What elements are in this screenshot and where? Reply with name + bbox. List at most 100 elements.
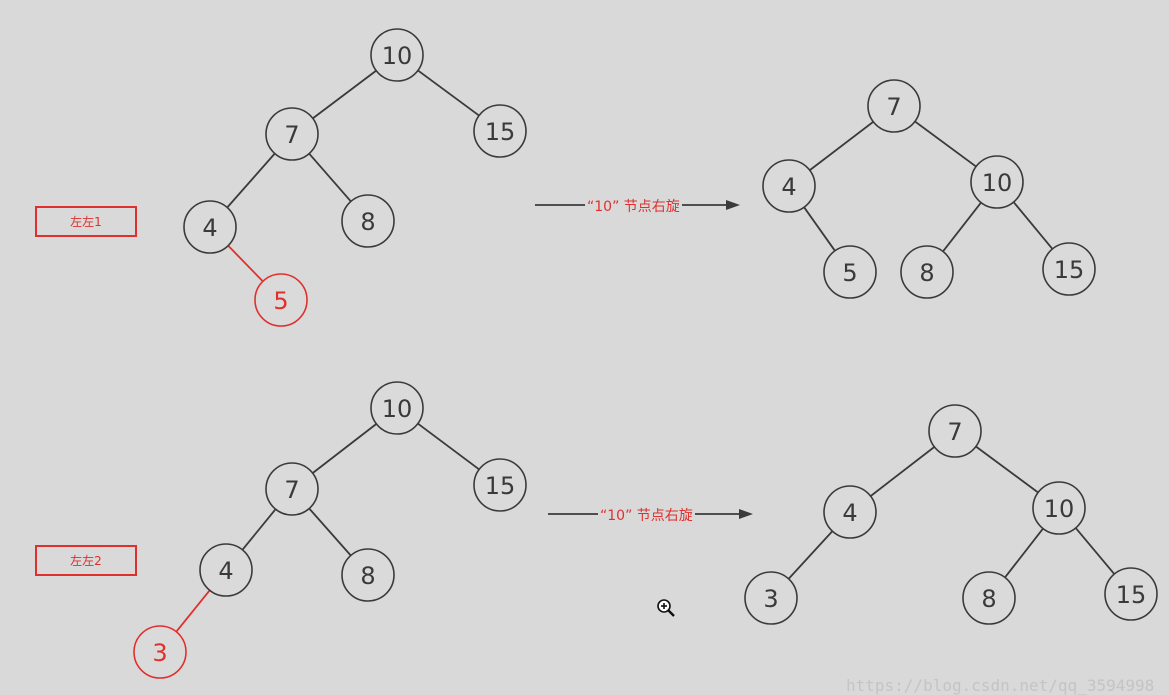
zoom-in-icon <box>657 599 675 617</box>
case-label-1: 左左1 <box>35 206 137 237</box>
nodes-layer: 10 7 15 4 8 5 7 4 10 5 8 15 10 7 15 4 8 3 7 4 10 3 8 15 <box>133 28 1158 679</box>
tree-node: 8 <box>341 194 395 248</box>
tree-node-circle <box>823 485 877 539</box>
watermark: https://blog.csdn.net/qq_3594998 <box>846 676 1155 695</box>
tree-node: 15 <box>473 458 527 512</box>
tree-node: 7 <box>928 404 982 458</box>
arrow-right-icon <box>739 509 753 519</box>
tree-edge <box>1004 527 1044 579</box>
tree-node: 7 <box>265 107 319 161</box>
tree-node-value: 10 <box>382 395 413 423</box>
tree-node: 7 <box>265 462 319 516</box>
tree-node-value: 3 <box>152 639 167 667</box>
tree-node-circle <box>928 404 982 458</box>
tree-node-circle <box>254 273 308 327</box>
tree-node: 3 <box>744 571 798 625</box>
tree-node-value: 7 <box>284 121 299 149</box>
tree-edge <box>312 423 377 474</box>
tree-node-circle <box>341 194 395 248</box>
tree-edge <box>914 120 977 168</box>
tree-node: 15 <box>1104 567 1158 621</box>
rotation-label-1: “10” 节点右旋 <box>585 196 682 216</box>
tree-edge <box>308 152 352 203</box>
tree-node: 10 <box>1032 481 1086 535</box>
rotation-label-2: “10” 节点右旋 <box>598 505 695 525</box>
tree-edge <box>803 206 836 252</box>
tree-node-value: 5 <box>273 287 288 315</box>
tree-edge <box>975 445 1039 494</box>
tree-edge <box>870 446 935 497</box>
tree-node-circle <box>867 79 921 133</box>
tree-edge <box>241 508 277 551</box>
edges-layer <box>175 69 1115 633</box>
tree-edge <box>175 589 211 633</box>
tree-node-value: 7 <box>284 476 299 504</box>
tree-node: 8 <box>900 245 954 299</box>
tree-edge <box>787 530 834 580</box>
tree-node-circle <box>823 245 877 299</box>
case-label-2: 左左2 <box>35 545 137 576</box>
tree-node: 8 <box>341 548 395 602</box>
tree-edge <box>226 152 276 209</box>
arrow-right-icon <box>726 200 740 210</box>
tree-edge <box>942 201 982 253</box>
tree-node-circle <box>265 462 319 516</box>
tree-edge <box>417 69 480 117</box>
tree-node: 15 <box>473 104 527 158</box>
tree-node-value: 5 <box>842 259 857 287</box>
tree-node-circle <box>762 159 816 213</box>
tree-node-value: 4 <box>842 499 857 527</box>
tree-node-value: 4 <box>218 557 233 585</box>
tree-node: 5 <box>823 245 877 299</box>
tree-node: 4 <box>823 485 877 539</box>
tree-node-value: 8 <box>919 259 934 287</box>
tree-node-value: 8 <box>360 562 375 590</box>
arrows-layer <box>535 200 753 519</box>
tree-node-circle <box>1104 567 1158 621</box>
tree-edge <box>312 69 377 120</box>
tree-node-circle <box>133 625 187 679</box>
tree-edge <box>417 422 480 471</box>
tree-node: 4 <box>762 159 816 213</box>
tree-node-circle <box>341 548 395 602</box>
tree-node-circle <box>473 104 527 158</box>
tree-node-circle <box>900 245 954 299</box>
tree-node-value: 8 <box>981 585 996 613</box>
tree-node: 7 <box>867 79 921 133</box>
tree-node-value: 10 <box>1044 495 1075 523</box>
tree-node-circle <box>183 200 237 254</box>
tree-node: 5 <box>254 273 308 327</box>
tree-node-circle <box>370 28 424 82</box>
tree-node-circle <box>962 571 1016 625</box>
tree-node-value: 10 <box>382 42 413 70</box>
tree-node-circle <box>744 571 798 625</box>
tree-node-circle <box>199 543 253 597</box>
tree-edge <box>1075 527 1115 575</box>
tree-node-circle <box>1032 481 1086 535</box>
tree-node-circle <box>970 155 1024 209</box>
tree-node-value: 3 <box>763 585 778 613</box>
tree-node: 4 <box>183 200 237 254</box>
tree-edge <box>809 121 874 171</box>
tree-node: 8 <box>962 571 1016 625</box>
tree-node-value: 15 <box>1054 256 1085 284</box>
tree-edge <box>227 245 264 282</box>
tree-node: 4 <box>199 543 253 597</box>
tree-node-value: 4 <box>781 173 796 201</box>
tree-node-value: 15 <box>485 118 516 146</box>
tree-node-value: 7 <box>947 418 962 446</box>
tree-node: 10 <box>970 155 1024 209</box>
tree-node: 15 <box>1042 242 1096 296</box>
tree-edge <box>308 507 352 557</box>
tree-edge <box>1012 201 1054 250</box>
tree-node-value: 4 <box>202 214 217 242</box>
tree-node-value: 10 <box>982 169 1013 197</box>
tree-node-circle <box>1042 242 1096 296</box>
tree-node-value: 15 <box>485 472 516 500</box>
tree-node: 10 <box>370 28 424 82</box>
tree-node-value: 15 <box>1116 581 1147 609</box>
tree-node: 3 <box>133 625 187 679</box>
tree-node-circle <box>370 381 424 435</box>
tree-node-value: 8 <box>360 208 375 236</box>
